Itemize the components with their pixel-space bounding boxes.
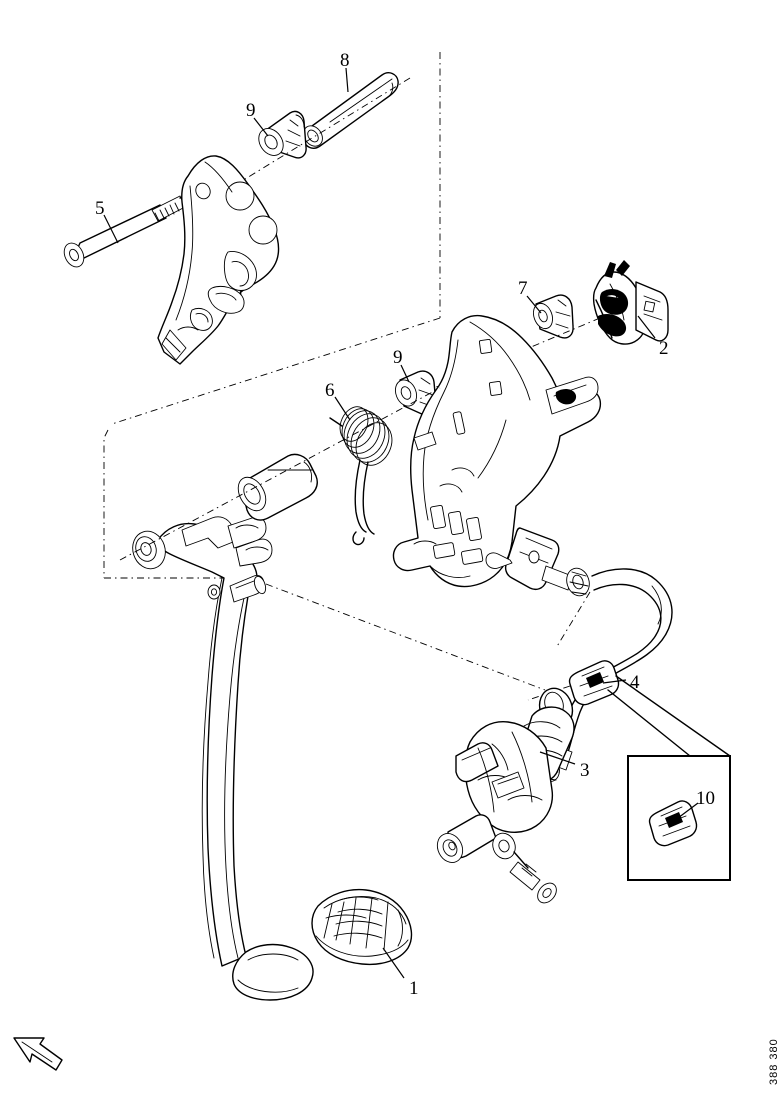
- callout-4: 4: [630, 672, 640, 693]
- sheet-code: 388 380: [768, 1038, 778, 1085]
- callout-9-mid: 9: [393, 347, 403, 368]
- part-pedal-mounting-bracket: [392, 314, 602, 588]
- detail-box: [607, 675, 731, 881]
- callout-6: 6: [325, 380, 335, 401]
- part-bushing-upper: [258, 110, 307, 159]
- callout-2: 2: [659, 338, 669, 359]
- callout-7: 7: [518, 278, 528, 299]
- assembly-group-boundary: [103, 52, 441, 579]
- part-return-spring: [329, 406, 393, 546]
- part-pedal-pad: [311, 888, 413, 966]
- callout-5: 5: [95, 198, 105, 219]
- callout-1: 1: [409, 978, 419, 999]
- assembly-axis-pushrod: [265, 583, 546, 691]
- assembly-axis-hose: [555, 591, 591, 649]
- forward-direction-arrow-icon: [13, 1037, 63, 1071]
- part-retaining-clip: [568, 660, 620, 706]
- part-clutch-pedal-arm: [132, 516, 314, 1001]
- callout-8: 8: [340, 50, 350, 71]
- callout-leaders: [103, 67, 699, 979]
- part-master-cylinder: [436, 687, 575, 904]
- callout-9-upper: 9: [246, 100, 256, 121]
- part-pivot-sleeve: [237, 453, 318, 521]
- part-switch-assembly: [592, 260, 669, 345]
- part-clip-detail: [648, 800, 698, 847]
- callout-3: 3: [580, 760, 590, 781]
- assembly-axis-mid: [119, 387, 441, 561]
- part-switch-nut: [532, 294, 574, 339]
- part-pivot-tube: [303, 72, 399, 149]
- part-upper-pedal-arm: [157, 155, 280, 365]
- callout-10: 10: [696, 788, 715, 809]
